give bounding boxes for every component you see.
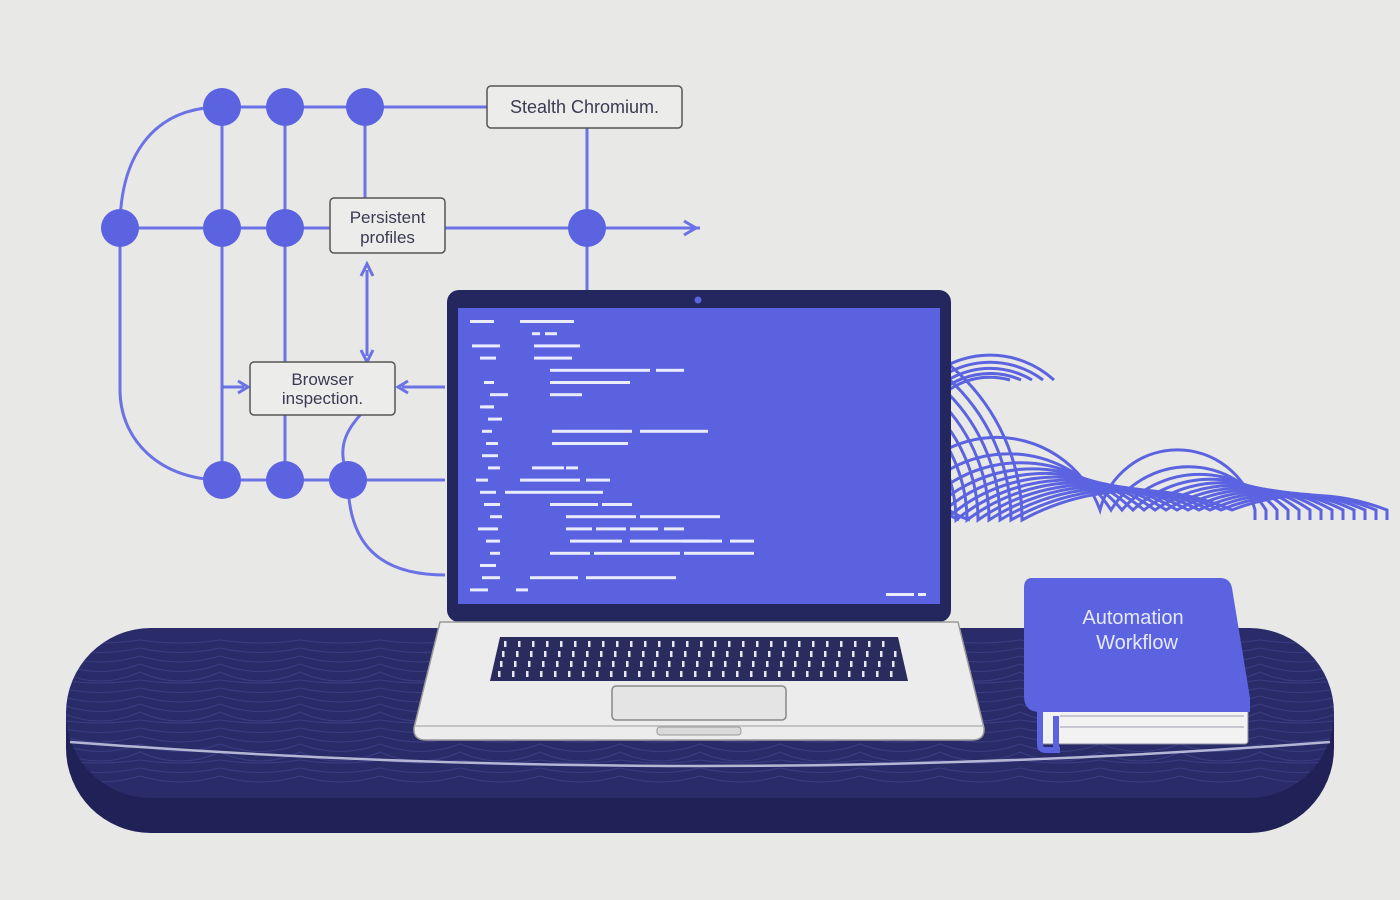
- code-editor-text: [470, 320, 754, 592]
- network-node: [568, 209, 606, 247]
- book-icon: Automation Workflow: [1024, 578, 1250, 753]
- network-node: [329, 461, 367, 499]
- network-node: [266, 209, 304, 247]
- stealth-chromium-label: Stealth Chromium.: [510, 97, 659, 117]
- browser-inspection-label-line1: Browser: [291, 370, 354, 389]
- network-node: [203, 88, 241, 126]
- network-node: [101, 209, 139, 247]
- persistent-profiles-label-line1: Persistent: [350, 208, 426, 227]
- browser-inspection-label-box: Browser inspection.: [249, 361, 396, 416]
- book-title-line2: Workflow: [1096, 632, 1178, 654]
- network-node: [266, 461, 304, 499]
- stealth-chromium-label-box: Stealth Chromium.: [486, 85, 683, 129]
- network-node: [203, 209, 241, 247]
- persistent-profiles-label-box: Persistent profiles: [329, 197, 446, 254]
- network-node: [346, 88, 384, 126]
- book-title-line1: Automation: [1082, 607, 1183, 629]
- persistent-profiles-label-line2: profiles: [360, 228, 415, 247]
- laptop-icon: [413, 290, 985, 741]
- network-node: [266, 88, 304, 126]
- network-node: [203, 461, 241, 499]
- browser-inspection-label-line2: inspection.: [282, 389, 363, 408]
